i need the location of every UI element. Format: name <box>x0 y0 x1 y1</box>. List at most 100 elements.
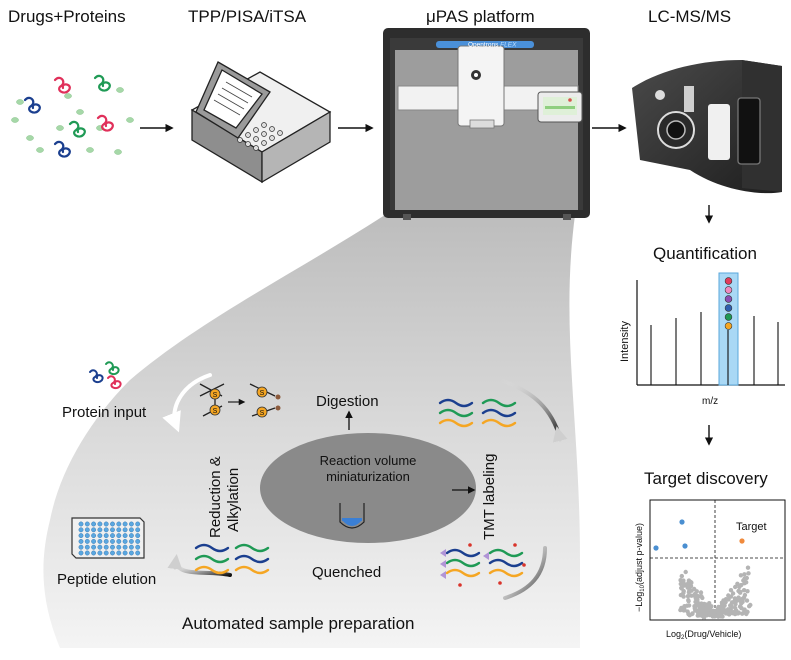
plate-well <box>84 521 90 527</box>
plate-well <box>116 544 122 550</box>
plate-well <box>122 550 128 556</box>
plate-well <box>116 533 122 538</box>
volcano-point <box>728 603 733 608</box>
plate-well <box>110 544 115 550</box>
reporter-dot <box>724 295 733 303</box>
plate-well <box>78 544 84 550</box>
plate-well <box>78 521 84 527</box>
plate-well <box>97 539 103 544</box>
plate-well <box>128 533 134 538</box>
plate-well <box>78 539 84 544</box>
plate-well <box>91 527 97 533</box>
plate-well <box>110 539 115 544</box>
volcano-point <box>694 603 699 608</box>
plate-well <box>135 527 141 533</box>
plate-well <box>116 550 122 556</box>
volcano-point <box>725 610 730 616</box>
volcano-point <box>744 598 750 603</box>
volcano-point <box>699 601 704 606</box>
plate-well <box>91 539 97 544</box>
volcano-xlabel: Log2(Drug/Vehicle) <box>666 629 741 641</box>
volcano-point <box>679 573 684 579</box>
disulfide-reduction-icon: S S S S <box>199 383 281 418</box>
reporter-dot <box>724 286 733 294</box>
volcano-point <box>716 604 721 610</box>
stage-title-lcms: LC-MS/MS <box>648 7 731 26</box>
volcano-point <box>740 596 745 602</box>
plate-well <box>110 521 115 527</box>
plate-well <box>110 527 115 533</box>
volcano-point <box>744 575 749 581</box>
plate-well <box>78 527 84 533</box>
alkylation-label: Alkylation <box>225 468 242 532</box>
stage-title-upas: μPAS platform <box>426 7 535 26</box>
volcano-point <box>679 586 684 591</box>
s-label-3: S <box>260 390 265 397</box>
plate-well <box>128 550 134 556</box>
volcano-point <box>738 573 744 578</box>
peptide-squiggles-quenched <box>194 543 270 575</box>
volcano-point <box>681 607 686 613</box>
volcano-point <box>681 578 686 583</box>
plate-well <box>84 544 90 550</box>
plate-well <box>116 539 122 544</box>
volcano-point <box>743 609 748 615</box>
volcano-point <box>701 610 706 616</box>
volcano-point <box>698 590 704 595</box>
plate-well <box>84 527 90 533</box>
plate-well <box>91 533 97 538</box>
plate-well <box>135 544 141 550</box>
peptide-squiggles-digestion <box>438 398 517 428</box>
plate-well <box>128 521 134 527</box>
plate-well <box>91 544 97 550</box>
plate-well <box>97 550 103 556</box>
plate-well <box>78 533 84 538</box>
volcano-point <box>699 606 704 612</box>
plate-well <box>122 527 128 533</box>
plate-well <box>103 539 109 544</box>
opentrons-flex-robot <box>383 28 590 220</box>
volcano-point <box>728 594 734 599</box>
plate-well <box>122 533 128 538</box>
volcano-point <box>692 586 697 592</box>
plate-well <box>122 544 128 550</box>
plate-well <box>116 521 122 527</box>
stage-title-drugs: Drugs+Proteins <box>8 7 126 26</box>
volcano-point <box>728 588 734 593</box>
plate-well <box>97 533 103 538</box>
quant-ylabel: Intensity <box>619 321 631 362</box>
target-label: Target <box>736 521 767 533</box>
plate-well <box>91 550 97 556</box>
workflow-panel <box>43 215 580 648</box>
micro-tube-icon <box>339 503 365 529</box>
quenched-label: Quenched <box>312 564 381 581</box>
volcano-point <box>683 569 688 575</box>
volcano-point <box>686 598 691 603</box>
volcano-point <box>678 581 683 587</box>
volcano-point <box>690 611 695 617</box>
volcano-point <box>699 594 704 599</box>
volcano-point <box>745 565 751 570</box>
mass-spectrometer <box>632 60 782 194</box>
volcano-point <box>695 593 700 598</box>
volcano-point <box>732 599 737 604</box>
volcano-point <box>685 609 690 614</box>
protein-input-icon <box>89 361 122 390</box>
opentrons-label: Opentrons FLEX <box>468 42 517 49</box>
center-line-1: Reaction volume <box>320 453 417 468</box>
volcano-point <box>720 609 725 615</box>
volcano-point <box>697 611 702 616</box>
volcano-point <box>709 610 714 615</box>
quantification-chart <box>636 272 785 386</box>
plate-well <box>110 550 115 556</box>
s-label-1: S <box>213 392 218 399</box>
digestion-label: Digestion <box>316 393 379 410</box>
plate-well <box>84 533 90 538</box>
volcano-point <box>685 603 690 608</box>
volcano-plot <box>649 499 786 621</box>
reduction-label: Reduction & <box>207 456 224 538</box>
s-label-2: S <box>213 408 218 415</box>
well-plate-icon <box>71 517 145 559</box>
peptide-elution-label: Peptide elution <box>57 571 156 588</box>
quant-xlabel: m/z <box>702 396 718 407</box>
